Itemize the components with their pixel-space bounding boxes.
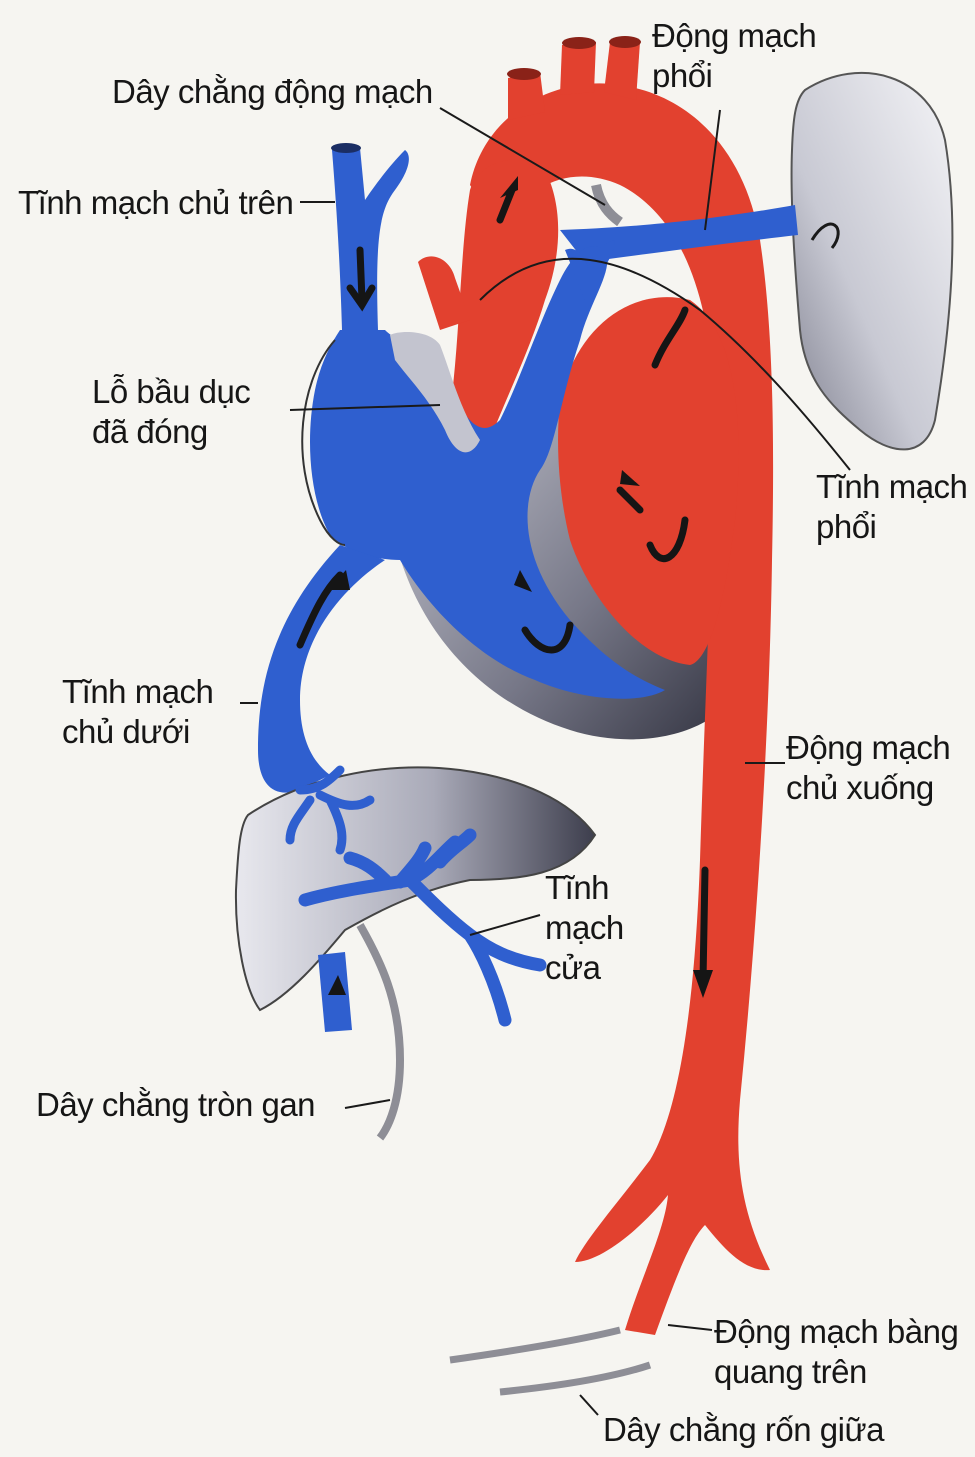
left-ventricle — [558, 297, 739, 665]
arrowhead-pa — [500, 176, 518, 198]
arrow-svc — [356, 246, 366, 304]
arrow-rv — [521, 621, 574, 654]
inferior-vena-cava — [258, 545, 385, 793]
arrow-lv — [646, 516, 689, 563]
arrowhead-lv — [620, 470, 640, 486]
leader-ductus — [439, 107, 606, 206]
arrow-heads — [328, 176, 713, 998]
leader-round-lig — [344, 1099, 391, 1109]
label-portal-vein: Tĩnh mạch cửa — [545, 869, 624, 986]
label-round-ligament: Dây chằng tròn gan — [36, 1086, 316, 1123]
pulmonary-branch — [565, 240, 615, 300]
svc-cap — [331, 143, 361, 153]
hepatic-veins — [285, 765, 375, 855]
aortic-branch-1 — [508, 72, 545, 120]
aortic-branch-3 — [604, 42, 640, 100]
lung-vessel-curl — [810, 222, 840, 249]
arrow-pa — [496, 186, 516, 224]
label-ductus-ligament: Dây chằng động mạch — [112, 73, 433, 110]
branch-cap-2 — [562, 37, 596, 49]
arrow-ivc — [296, 571, 344, 649]
arrowhead-rv — [514, 570, 532, 592]
leader-median-umb — [579, 1394, 599, 1416]
flow-arrows — [296, 186, 709, 984]
branch-cap-1 — [507, 68, 541, 80]
label-superior-vesical: Động mạch bàng quang trên — [714, 1313, 959, 1390]
leader-pulm-vein — [479, 257, 851, 471]
pulmonary-vessel-blue — [560, 205, 798, 262]
round-ligament-cord — [356, 923, 405, 1141]
median-umbilical-cord-2 — [499, 1361, 652, 1396]
label-ivc: Tĩnh mạch chủ dưới — [62, 673, 214, 750]
label-pulmonary-vein: Tĩnh mạch phổi — [816, 468, 968, 545]
leader-foramen — [289, 404, 441, 411]
foramen-ovale-patch — [390, 332, 480, 453]
aortic-branch-2 — [560, 42, 596, 95]
leader-lines — [240, 107, 851, 1416]
portal-vein — [298, 828, 547, 1027]
leader-vesical — [667, 1324, 713, 1331]
arrow-aorta-down — [699, 866, 709, 984]
median-umbilical-cord-1 — [449, 1326, 621, 1364]
label-median-umbilical: Dây chằng rốn giữa — [603, 1411, 884, 1448]
label-descending-aorta: Động mạch chủ xuống — [786, 729, 951, 806]
atrium-outline — [301, 339, 346, 546]
lung — [790, 71, 954, 451]
superior-vena-cava — [332, 148, 409, 330]
leader-pulm-artery — [704, 109, 721, 231]
label-foramen-ovale: Lỗ bầu dục đã đóng — [92, 373, 251, 450]
arrowhead-portal — [328, 975, 346, 995]
label-pulmonary-artery: Động mạch phổi — [652, 17, 817, 94]
leader-portal — [469, 914, 541, 936]
arrow-svc-head — [346, 284, 376, 312]
arrow-la — [651, 306, 689, 369]
label-svc: Tĩnh mạch chủ trên — [18, 184, 294, 221]
arrowhead-ivc — [328, 570, 350, 590]
ductus-ligament-cord — [591, 183, 623, 227]
arrow-lv2 — [616, 486, 644, 514]
right-atrium-appendage — [418, 256, 470, 330]
branch-cap-3 — [609, 36, 641, 48]
arrowhead-aorta — [693, 970, 713, 998]
descending-aorta — [470, 83, 774, 1335]
pulmonary-trunk — [450, 159, 559, 440]
